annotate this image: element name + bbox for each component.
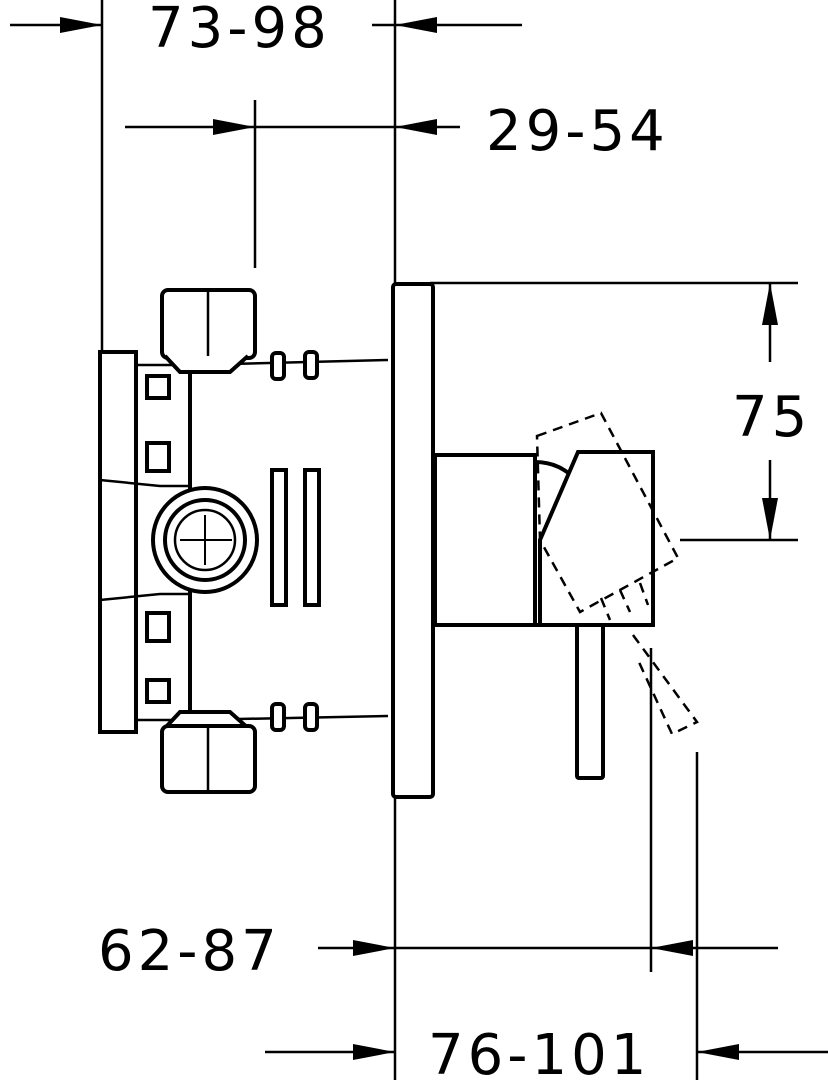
- dimension-total-depth: 76-101: [265, 752, 828, 1080]
- nut: [303, 350, 319, 380]
- hex-connector-top: [160, 288, 257, 374]
- label-76-101: 76-101: [428, 1023, 650, 1080]
- lever-rotated-dashed: [535, 411, 699, 736]
- dimension-upper-depth: 29-54: [125, 99, 669, 268]
- port-square: [145, 611, 171, 643]
- nut: [270, 351, 286, 381]
- port-square: [145, 441, 171, 473]
- dimension-height: 75: [430, 281, 811, 542]
- port-square: [145, 678, 171, 704]
- pin: [303, 468, 321, 607]
- label-75: 75: [732, 385, 811, 450]
- label-73-98: 73-98: [148, 0, 331, 61]
- nut: [270, 702, 286, 732]
- label-62-87: 62-87: [98, 919, 281, 984]
- dimension-lever-depth: 62-87: [98, 648, 778, 1080]
- pin: [270, 468, 288, 607]
- nut: [303, 702, 319, 732]
- cover-plate: [391, 282, 435, 799]
- dimension-top-width: 73-98: [10, 0, 522, 350]
- handle-body: [433, 450, 655, 627]
- lever-handle: [575, 623, 605, 780]
- label-29-54: 29-54: [486, 99, 669, 164]
- concealed-valve-body: [98, 350, 389, 734]
- hex-connector-bottom: [160, 710, 257, 794]
- port-square: [145, 374, 171, 400]
